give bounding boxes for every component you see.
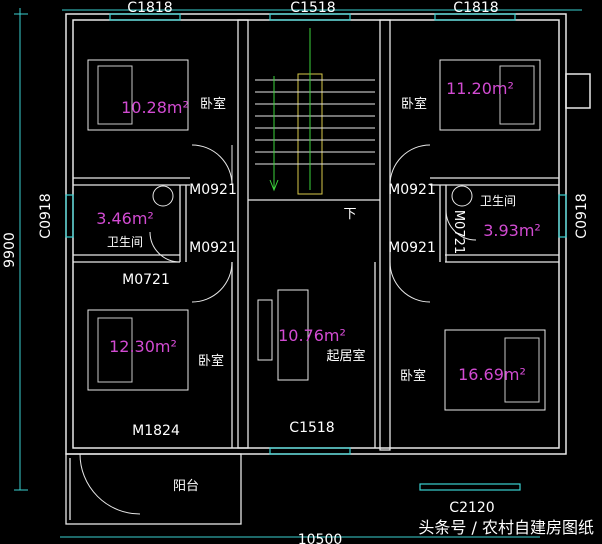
windows xyxy=(65,13,567,491)
room-name-bath-left: 卫生间 xyxy=(107,235,143,249)
staircase xyxy=(255,28,375,195)
watermark: 头条号 / 农村自建房图纸 xyxy=(418,518,594,537)
interior-walls xyxy=(65,19,559,525)
furniture xyxy=(87,59,546,411)
room-area-bedroom-br: 16.69m² xyxy=(458,365,526,384)
door-label-m1824: M1824 xyxy=(132,423,180,439)
room-name-bedroom-tl: 卧室 xyxy=(200,96,226,112)
window-label-c1818-left: C1818 xyxy=(127,0,172,16)
window-label-c1518-bottom: C1518 xyxy=(289,420,334,436)
door-label-m0721-right: M0721 xyxy=(451,210,466,254)
door-label-m0721-left: M0721 xyxy=(122,272,170,288)
room-name-bedroom-tr: 卧室 xyxy=(401,96,427,112)
room-name-bedroom-br: 卧室 xyxy=(400,368,426,384)
room-area-bath-right: 3.93m² xyxy=(483,221,541,240)
room-area-bedroom-tl: 10.28m² xyxy=(121,98,189,117)
window-label-c1518-top: C1518 xyxy=(290,0,335,16)
room-name-balcony: 阳台 xyxy=(173,479,199,494)
window-label-c1818-right: C1818 xyxy=(453,0,498,16)
room-name-living: 起居室 xyxy=(326,348,365,364)
door-label-m0921-mr: M0921 xyxy=(388,240,436,256)
door-label-m0921-ml: M0921 xyxy=(189,240,237,256)
stair-label: 下 xyxy=(343,207,356,222)
window-label-c0918-right: C0918 xyxy=(574,193,590,238)
window-label-c0918-left: C0918 xyxy=(38,193,54,238)
room-name-bath-right: 卫生间 xyxy=(480,194,516,208)
room-area-bedroom-bl: 12.30m² xyxy=(109,337,177,356)
window-label-c2120: C2120 xyxy=(449,500,494,516)
door-label-m0921-tr: M0921 xyxy=(388,182,436,198)
room-area-bath-left: 3.46m² xyxy=(96,209,154,228)
dimension-height: 9900 xyxy=(2,232,18,268)
room-name-bedroom-bl: 卧室 xyxy=(198,353,224,369)
door-swings xyxy=(79,144,477,515)
dimension-lines xyxy=(14,8,582,538)
dimension-width: 10500 xyxy=(298,532,343,544)
room-area-bedroom-tr: 11.20m² xyxy=(446,79,514,98)
door-label-m0921-tl: M0921 xyxy=(189,182,237,198)
room-area-living: 10.76m² xyxy=(278,326,346,345)
